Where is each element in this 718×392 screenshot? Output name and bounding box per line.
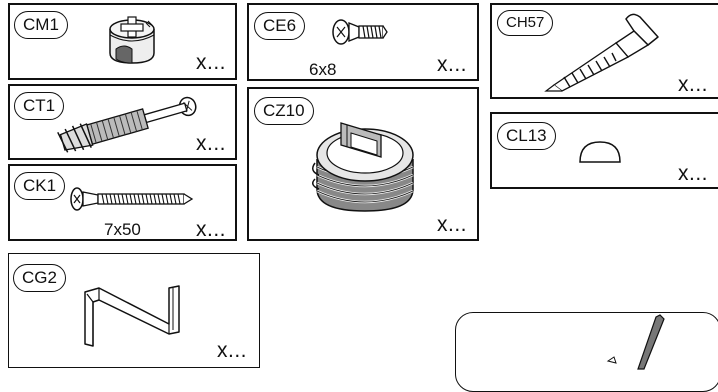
quantity-label: x... xyxy=(196,218,227,241)
quantity-label: x... xyxy=(196,51,227,74)
screwdriver-icon xyxy=(606,314,665,370)
part-code-tag: CT1 xyxy=(14,92,65,120)
quantity-label: x... xyxy=(437,53,468,76)
quantity-label: x... xyxy=(437,213,468,236)
cam-lock-icon xyxy=(109,16,155,64)
part-box-cm1: CM1 x... xyxy=(8,3,237,80)
dowel-connector-icon xyxy=(57,96,197,153)
part-code-tag: CL13 xyxy=(497,122,556,150)
long-screw-icon xyxy=(70,187,194,211)
part-box-cz10: CZ10 x... xyxy=(247,87,479,241)
part-box-ct1: CT1 x... xyxy=(8,84,237,160)
part-box-ce6: CE6 6x8 x... xyxy=(247,3,479,81)
part-code-tag: CK1 xyxy=(14,172,66,200)
part-code-tag: CZ10 xyxy=(254,97,314,125)
part-box-ch57: CH57 x... xyxy=(490,3,718,99)
l-hook-icon xyxy=(544,13,659,92)
quantity-label: x... xyxy=(678,162,709,185)
tool-frame xyxy=(455,312,718,392)
part-code-tag: CH57 xyxy=(497,10,554,36)
allen-key-icon xyxy=(84,285,180,347)
part-box-cl13: CL13 x... xyxy=(490,112,718,189)
part-code-tag: CM1 xyxy=(14,11,68,39)
part-box-ck1: CK1 7x50 x... xyxy=(8,164,237,241)
adjustable-foot-icon xyxy=(312,122,414,212)
bumper-pad-icon xyxy=(579,141,621,163)
part-code-tag: CG2 xyxy=(13,264,66,292)
dimension-label: 7x50 xyxy=(104,220,141,239)
dimension-label: 6x8 xyxy=(309,60,337,79)
short-screw-icon xyxy=(332,19,388,45)
quantity-label: x... xyxy=(217,339,248,362)
part-box-cg2: CG2 x... xyxy=(8,253,260,368)
part-code-tag: CE6 xyxy=(254,12,306,40)
quantity-label: x... xyxy=(678,73,709,96)
quantity-label: x... xyxy=(196,132,227,155)
